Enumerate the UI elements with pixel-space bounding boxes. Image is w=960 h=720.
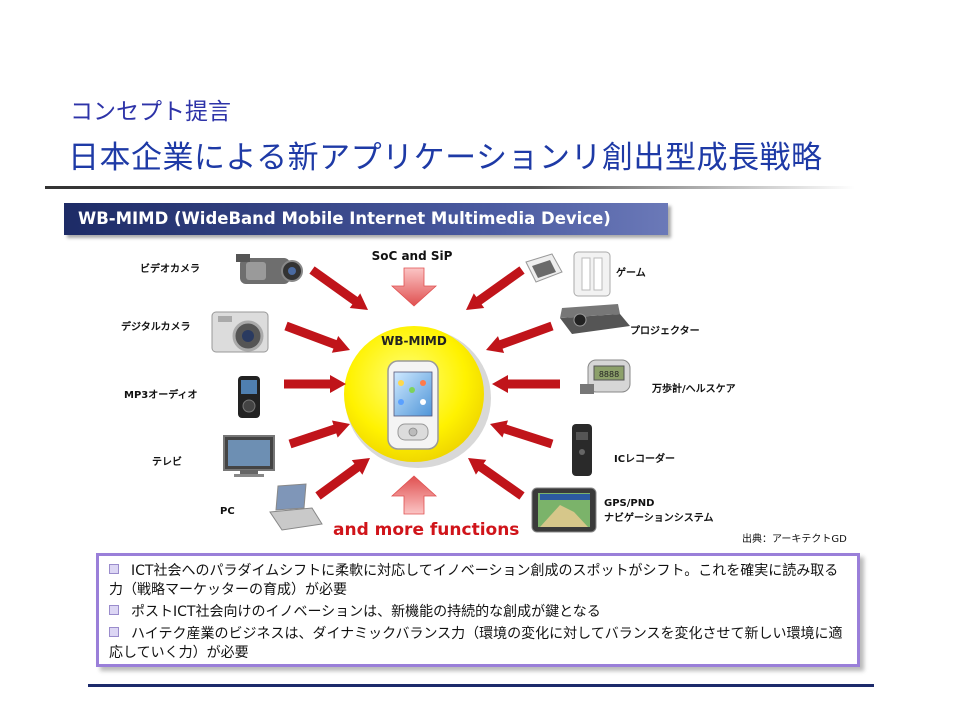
right-device-label: 万歩計/ヘルスケア (651, 382, 736, 395)
arrow-to-center (309, 266, 368, 310)
notes-box: ICT社会へのパラダイムシフトに柔軟に対応してイノベーション創成のスポットがシフ… (96, 553, 860, 667)
bullet-square-icon (109, 605, 119, 615)
laptop-icon (269, 483, 323, 531)
arrow-to-center (492, 375, 560, 393)
left-device-label: ビデオカメラ (140, 262, 200, 275)
note-item: ハイテク産業のビジネスは、ダイナミックバランス力（環境の変化に対してバランスを変… (109, 625, 847, 663)
title-divider (45, 186, 855, 189)
left-device-label: PC (220, 506, 235, 517)
mp3-player-icon (238, 376, 260, 418)
center-label: WB-MIMD (381, 334, 447, 348)
pedometer-display-icon: 8888 (599, 370, 619, 379)
projector-icon (560, 304, 630, 334)
arrow-to-center (284, 375, 346, 393)
right-device-label: ナビゲーションシステム (604, 511, 714, 524)
note-text: ポストICT社会向けのイノベーションは、新機能の持続的な創成が鍵となる (131, 604, 601, 620)
gps-navigation-icon (531, 487, 597, 533)
arrow-bottom (390, 475, 438, 515)
television-icon (223, 435, 275, 477)
note-text: ハイテク産業のビジネスは、ダイナミックバランス力（環境の変化に対してバランスを変… (109, 626, 843, 661)
arrow-to-center (315, 458, 370, 500)
right-device-label: プロジェクター (630, 324, 700, 337)
arrow-to-center (466, 266, 525, 310)
bullet-square-icon (109, 564, 119, 574)
section-banner: WB-MIMD (WideBand Mobile Internet Multim… (64, 203, 668, 235)
smartphone-icon (387, 360, 439, 450)
note-text: ICT社会へのパラダイムシフトに柔軟に対応してイノベーション創成のスポットがシフ… (109, 563, 839, 598)
slide-subtitle: コンセプト提言 (70, 99, 231, 125)
top-function-label: SoC and SiP (372, 249, 453, 263)
note-item: ICT社会へのパラダイムシフトに柔軟に対応してイノベーション創成のスポットがシフ… (109, 562, 847, 600)
arrow-to-center (490, 420, 554, 449)
source-credit: 出典：アーキテクトGD (742, 534, 847, 545)
ic-recorder-icon (572, 424, 592, 476)
pedometer-icon: 8888 (580, 359, 631, 394)
arrow-top (390, 267, 438, 307)
left-device-label: テレビ (152, 455, 182, 468)
note-item: ポストICT社会向けのイノベーションは、新機能の持続的な創成が鍵となる (109, 603, 847, 622)
bullet-square-icon (109, 627, 119, 637)
game-console-icon (525, 251, 611, 297)
right-device-label: ICレコーダー (614, 452, 675, 465)
digital-camera-icon (211, 311, 269, 353)
arrow-to-center (468, 458, 525, 500)
left-device-label: MP3オーディオ (124, 388, 198, 401)
arrow-to-center (288, 420, 350, 449)
left-device-label: デジタルカメラ (121, 320, 191, 333)
footer-divider (88, 684, 874, 687)
arrow-to-center (284, 321, 350, 353)
video-camera-icon (236, 254, 303, 284)
more-functions-label: and more functions (333, 520, 520, 540)
right-device-label: ゲーム (616, 266, 646, 279)
slide-title: 日本企業による新アプリケーションリ創出型成長戦略 (68, 140, 823, 176)
right-device-label: GPS/PND (604, 498, 654, 509)
arrow-to-center (486, 321, 554, 353)
